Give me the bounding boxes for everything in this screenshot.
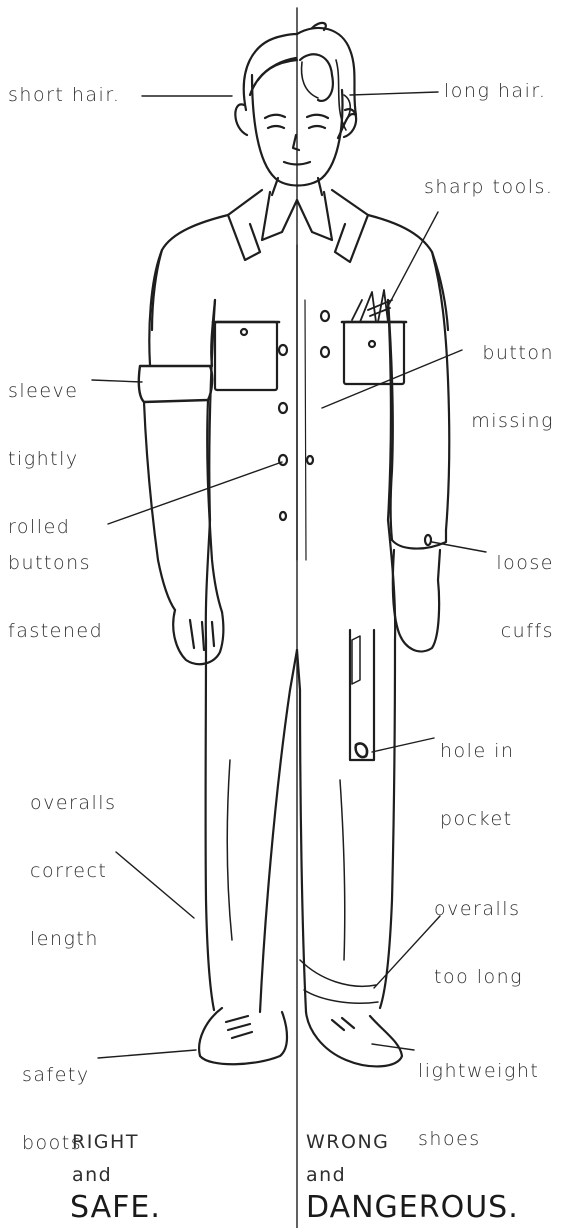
label-lightweight-shoes: lightweight shoes [418, 1020, 539, 1190]
lightweight-shoe [306, 1012, 402, 1066]
buttons [279, 245, 329, 560]
leader-lines [92, 92, 486, 1058]
collar [228, 178, 368, 262]
safety-boot [199, 1008, 287, 1064]
label-short-hair: short hair. [8, 78, 120, 112]
footer-right-heading: RIGHT and [72, 1126, 139, 1192]
chest-pockets [213, 322, 406, 390]
label-long-hair: long hair. [444, 74, 546, 108]
footer-wrong-heading: WRONG and [306, 1126, 389, 1192]
hip-pocket [350, 630, 374, 760]
sharp-tools [352, 290, 392, 322]
footer-dangerous: DANGEROUS. [306, 1190, 519, 1225]
label-buttons-fastened: buttons fastened [8, 512, 103, 682]
label-button-missing: button missing [440, 302, 554, 472]
label-loose-cuffs: loose cuffs [462, 512, 554, 682]
label-overalls-too-long: overalls too long [434, 858, 523, 1028]
label-overalls-correct-length: overalls correct length [30, 752, 116, 990]
footer-safe: SAFE. [70, 1190, 161, 1225]
label-hole-in-pocket: hole in pocket [440, 700, 515, 870]
label-sharp-tools: sharp tools. [424, 170, 553, 204]
long-hair [297, 23, 356, 138]
